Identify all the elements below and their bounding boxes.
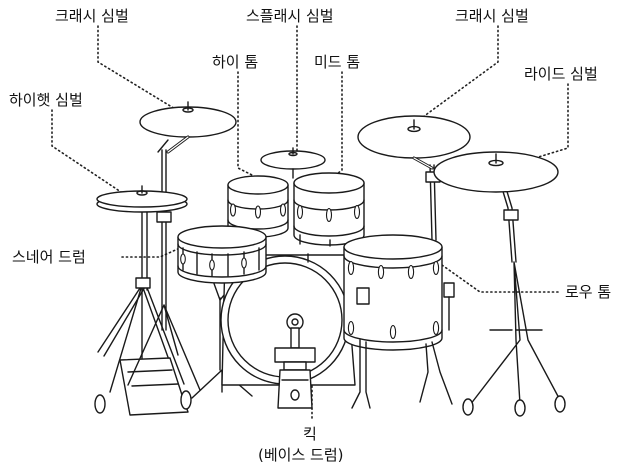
label-splash: 스플래시 심벌 <box>246 7 334 25</box>
ride-cymbal <box>433 151 559 193</box>
hihat-cymbals <box>96 185 188 213</box>
leader-mid-tom <box>331 71 343 179</box>
leader-crash-right <box>411 25 499 126</box>
label-low-tom: 로우 톰 <box>565 283 612 301</box>
snare-lugs <box>180 247 260 277</box>
label-ride: 라이드 심벌 <box>524 65 598 83</box>
snare-drum <box>177 225 267 284</box>
mid-tom <box>293 172 365 247</box>
crash-left-stand <box>127 139 201 391</box>
ride-stand <box>462 174 566 417</box>
crash-right-cymbal <box>357 115 471 170</box>
kick-pedal <box>274 313 316 409</box>
label-kick-sub: (베이스 드럼) <box>258 446 344 464</box>
label-hihat: 하이햇 심벌 <box>9 91 83 109</box>
low-tom <box>343 234 455 409</box>
leader-hihat <box>51 109 131 199</box>
label-crash-right: 크래시 심벌 <box>455 7 529 25</box>
splash-cymbal <box>260 147 326 179</box>
leader-hi-tom <box>237 71 263 181</box>
label-kick: 킥 <box>303 425 317 443</box>
leader-ride <box>521 83 569 163</box>
label-hi-tom: 하이 톰 <box>212 53 259 71</box>
leader-snare <box>121 237 203 258</box>
hi-tom <box>227 175 289 238</box>
label-crash-left: 크래시 심벌 <box>55 7 129 25</box>
leader-crash-left <box>97 25 186 116</box>
hihat-stand <box>94 194 192 416</box>
label-snare: 스네어 드럼 <box>12 248 86 266</box>
label-mid-tom: 미드 톰 <box>314 53 361 71</box>
crash-left-cymbal <box>139 101 237 154</box>
